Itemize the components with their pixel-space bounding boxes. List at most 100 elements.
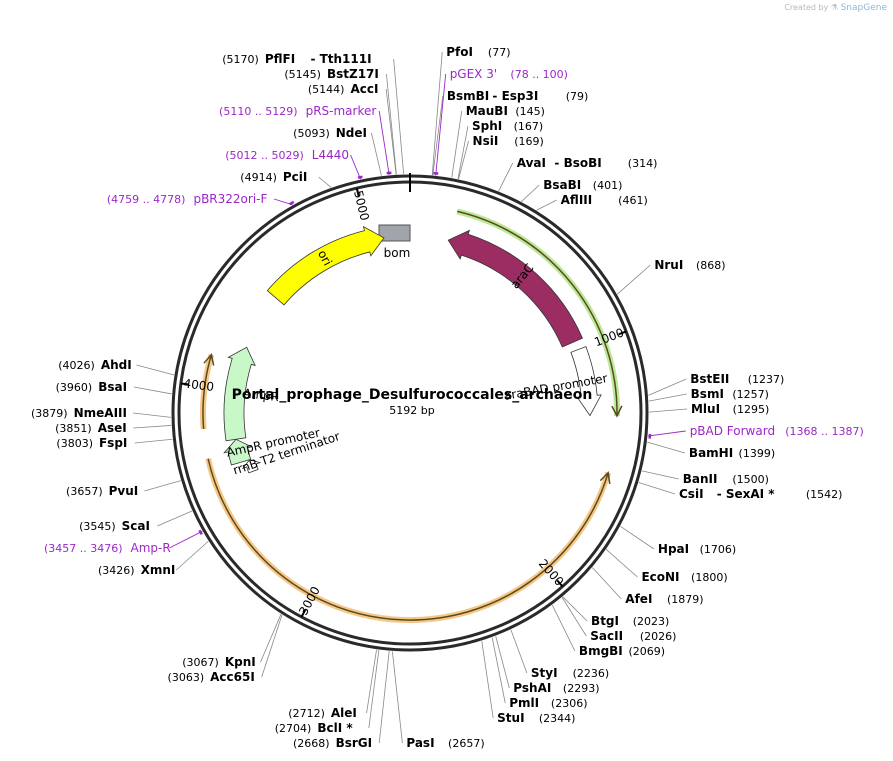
site-ndei[interactable]: (5093)NdeI <box>293 126 367 140</box>
site-leader <box>133 425 172 429</box>
site-name: PflFI <box>265 52 295 66</box>
site-position: (2236) <box>573 667 610 680</box>
feature-label: ori <box>315 248 335 268</box>
site-bcli[interactable]: (2704)BclI * <box>275 721 354 735</box>
site-pvui[interactable]: (3657)PvuI <box>66 484 138 498</box>
orf-line <box>202 354 213 430</box>
site-bsai[interactable]: (3960)BsaI <box>56 380 127 394</box>
site-sphi[interactable]: (167)SphI <box>472 119 543 133</box>
site-bmgbi[interactable]: (2069)BmgBI <box>579 644 665 658</box>
site-leader <box>641 470 679 480</box>
site-xmni[interactable]: (3426)XmnI <box>98 563 175 577</box>
site-fspi[interactable]: (3803)FspI <box>56 436 127 450</box>
feature-arrow[interactable] <box>241 459 262 474</box>
feature-bom[interactable]: bom <box>378 224 411 260</box>
site-leader <box>498 162 514 192</box>
primer-mark[interactable] <box>198 529 203 535</box>
site-pcii[interactable]: (4914)PciI <box>240 170 307 184</box>
site-name: KpnI <box>225 655 256 669</box>
primer-amp-r[interactable]: (3457 .. 3476)Amp-R <box>44 529 203 555</box>
site-bsrgi[interactable]: (2668)BsrGI <box>293 736 372 750</box>
site-name-alt: - BsoBI <box>554 156 601 170</box>
site-afei[interactable]: (1879)AfeI <box>625 592 703 606</box>
site-position: (2026) <box>640 630 677 643</box>
feature-arabad-promoter[interactable]: araBAD promoter <box>503 346 609 417</box>
site-hpai[interactable]: (1706)HpaI <box>658 542 736 556</box>
site-nmeaiii[interactable]: (3879)NmeAIII <box>31 406 127 420</box>
primer-pgex-3[interactable]: (78 .. 100)pGEX 3' <box>433 67 568 175</box>
primer-mark[interactable] <box>433 171 439 175</box>
site-sacii[interactable]: (2026)SacII <box>590 629 676 643</box>
site-name: BclI * <box>317 721 353 735</box>
primer-pbad-forward[interactable]: (1368 .. 1387)pBAD Forward <box>648 424 864 439</box>
site-btgi[interactable]: (2023)BtgI <box>591 614 669 628</box>
site-pflfi[interactable]: (5170)PflFI- Tth111I <box>222 52 371 66</box>
tick-mark <box>556 579 564 588</box>
feature-arac[interactable]: araC <box>447 229 584 348</box>
site-bsmi[interactable]: (1257)BsmI <box>691 387 769 401</box>
tick-mark <box>618 330 627 336</box>
feature-arrow[interactable] <box>223 346 256 442</box>
orf-line <box>457 210 618 417</box>
site-avai[interactable]: (314)AvaI- BsoBI <box>517 156 658 170</box>
site-kpni[interactable]: (3067)KpnI <box>182 655 255 669</box>
site-pfoi[interactable]: (77)PfoI <box>446 45 510 59</box>
primer-pbr322ori-f[interactable]: (4759 .. 4778)pBR322ori-F <box>107 192 295 206</box>
site-econi[interactable]: (1800)EcoNI <box>641 570 727 584</box>
site-leader <box>385 88 397 175</box>
site-leader <box>510 629 528 674</box>
primer-mark[interactable] <box>289 200 295 206</box>
site-position: (1237) <box>748 373 785 386</box>
site-nsii[interactable]: (169)NsiI <box>473 134 544 148</box>
site-alei[interactable]: (2712)AleI <box>288 706 357 720</box>
site-csii[interactable]: (1542)CsiI- SexAI * <box>679 487 842 501</box>
site-position: (1500) <box>732 473 769 486</box>
site-name-alt: - Tth111I <box>310 52 371 66</box>
site-acc65i[interactable]: (3063)Acc65I <box>168 670 255 684</box>
primer-range: (5012 .. 5029) <box>225 149 304 162</box>
feature-arrow[interactable] <box>223 438 253 466</box>
site-pshai[interactable]: (2293)PshAI <box>513 681 599 695</box>
site-leader <box>157 510 193 527</box>
site-leader <box>647 441 686 454</box>
feature-arrow[interactable] <box>570 346 602 417</box>
site-stui[interactable]: (2344)StuI <box>497 711 575 725</box>
feature-label: bom <box>384 246 411 260</box>
site-asei[interactable]: (3851)AseI <box>55 421 127 435</box>
orf-line <box>207 458 609 621</box>
site-afliii[interactable]: (461)AflIII <box>561 193 648 207</box>
site-banii[interactable]: (1500)BanII <box>683 472 769 486</box>
site-position: (169) <box>514 135 544 148</box>
site-pasi[interactable]: (2657)PasI <box>406 736 484 750</box>
site-nrui[interactable]: (868)NruI <box>654 258 725 272</box>
site-position: (1257) <box>732 388 769 401</box>
site-leader <box>261 614 283 678</box>
site-name: FspI <box>99 436 127 450</box>
site-name: XmnI <box>141 563 176 577</box>
site-bamhi[interactable]: (1399)BamHI <box>689 446 775 460</box>
site-position: (2657) <box>448 737 485 750</box>
primer-prs-marker[interactable]: (5110 .. 5129)pRS-marker <box>219 104 392 175</box>
site-leader <box>368 649 380 729</box>
site-bsabi[interactable]: (401)BsaBI <box>543 178 622 192</box>
site-styi[interactable]: (2236)StyI <box>531 666 609 680</box>
primer-mark[interactable] <box>357 175 363 179</box>
primer-l4440[interactable]: (5012 .. 5029)L4440 <box>225 148 363 179</box>
site-bsmbi[interactable]: (79)BsmBI- Esp3I <box>447 89 589 103</box>
snapgene-logo-icon: ⚗ <box>830 3 839 12</box>
feature-arrow[interactable] <box>447 229 584 348</box>
site-bsteii[interactable]: (1237)BstEII <box>690 372 784 386</box>
site-leader <box>175 540 209 571</box>
feature-ampr[interactable]: AmpR <box>223 346 280 442</box>
site-ahdi[interactable]: (4026)AhdI <box>58 358 131 372</box>
site-leader <box>491 637 506 704</box>
site-bstz17i[interactable]: (5145)BstZ17I <box>284 67 378 81</box>
feature-box[interactable] <box>378 224 411 242</box>
feature-ori[interactable]: ori <box>266 225 385 306</box>
site-mlui[interactable]: (1295)MluI <box>691 402 769 416</box>
feature-arrow[interactable] <box>266 225 385 306</box>
site-acci[interactable]: (5144)AccI <box>308 82 379 96</box>
site-maubi[interactable]: (145)MauBI <box>466 104 545 118</box>
site-scai[interactable]: (3545)ScaI <box>79 519 150 533</box>
site-pmli[interactable]: (2306)PmlI <box>509 696 587 710</box>
